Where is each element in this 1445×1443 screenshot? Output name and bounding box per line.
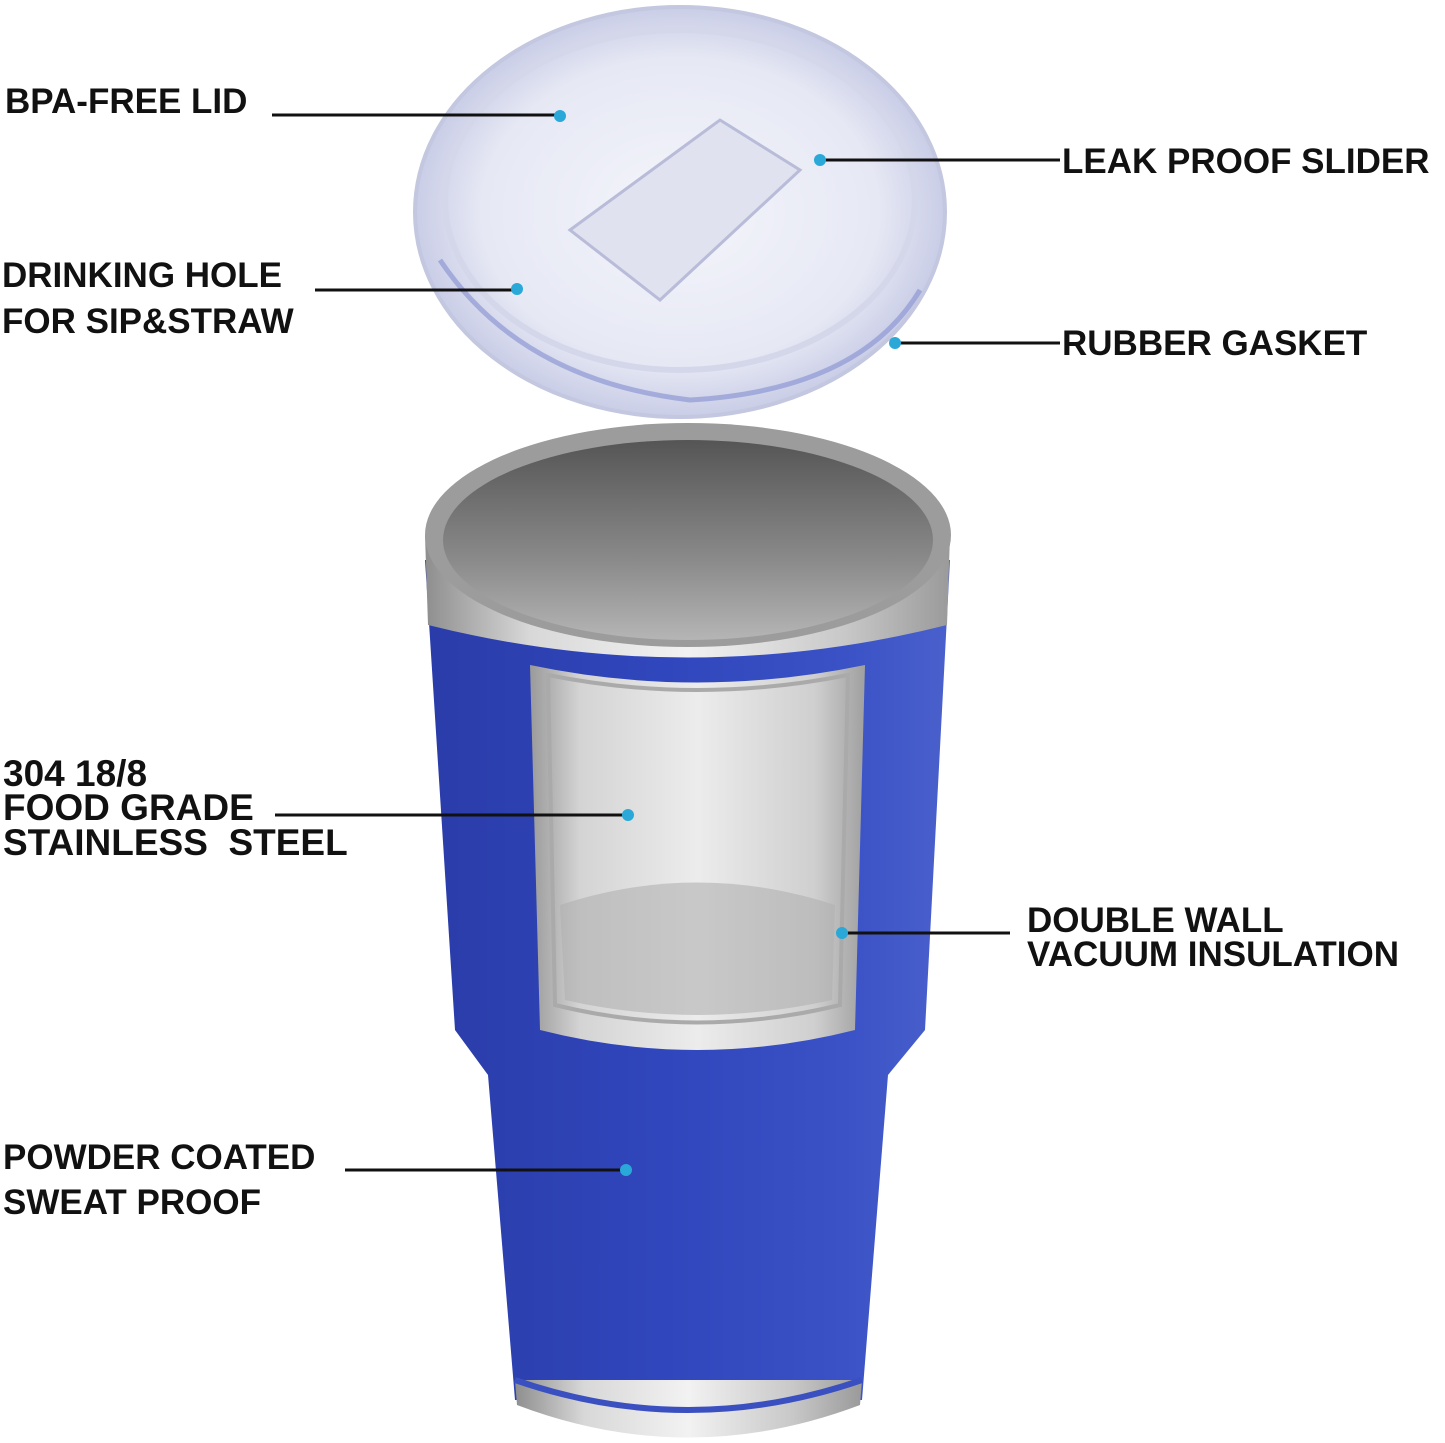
callout-leaders bbox=[272, 110, 1060, 1176]
callout-dot bbox=[814, 154, 826, 166]
label-steel-3: STAINLESS STEEL bbox=[3, 822, 348, 863]
label-bpa-free-lid: BPA-FREE LID bbox=[5, 82, 247, 121]
callout-dot bbox=[889, 337, 901, 349]
callout-dot bbox=[554, 110, 566, 122]
label-steel-2: FOOD GRADE bbox=[3, 787, 254, 828]
label-insulation-1: DOUBLE WALL bbox=[1027, 901, 1284, 940]
callout-dot bbox=[620, 1164, 632, 1176]
slider bbox=[567, 118, 803, 302]
callout-dot bbox=[622, 809, 634, 821]
callout-dot bbox=[836, 927, 848, 939]
lid bbox=[413, 5, 947, 419]
label-rubber-gasket: RUBBER GASKET bbox=[1062, 324, 1367, 363]
label-steel-1: 304 18/8 bbox=[3, 753, 147, 794]
tumbler-body bbox=[425, 423, 951, 1438]
label-drinking-hole-2: FOR SIP&STRAW bbox=[2, 302, 294, 341]
label-insulation-2: VACUUM INSULATION bbox=[1027, 935, 1399, 974]
callout-dot bbox=[511, 283, 523, 295]
label-coating-1: POWDER COATED bbox=[3, 1138, 315, 1177]
label-leak-proof-slider: LEAK PROOF SLIDER bbox=[1062, 142, 1430, 181]
label-drinking-hole-1: DRINKING HOLE bbox=[2, 256, 282, 295]
label-coating-2: SWEAT PROOF bbox=[3, 1183, 261, 1222]
